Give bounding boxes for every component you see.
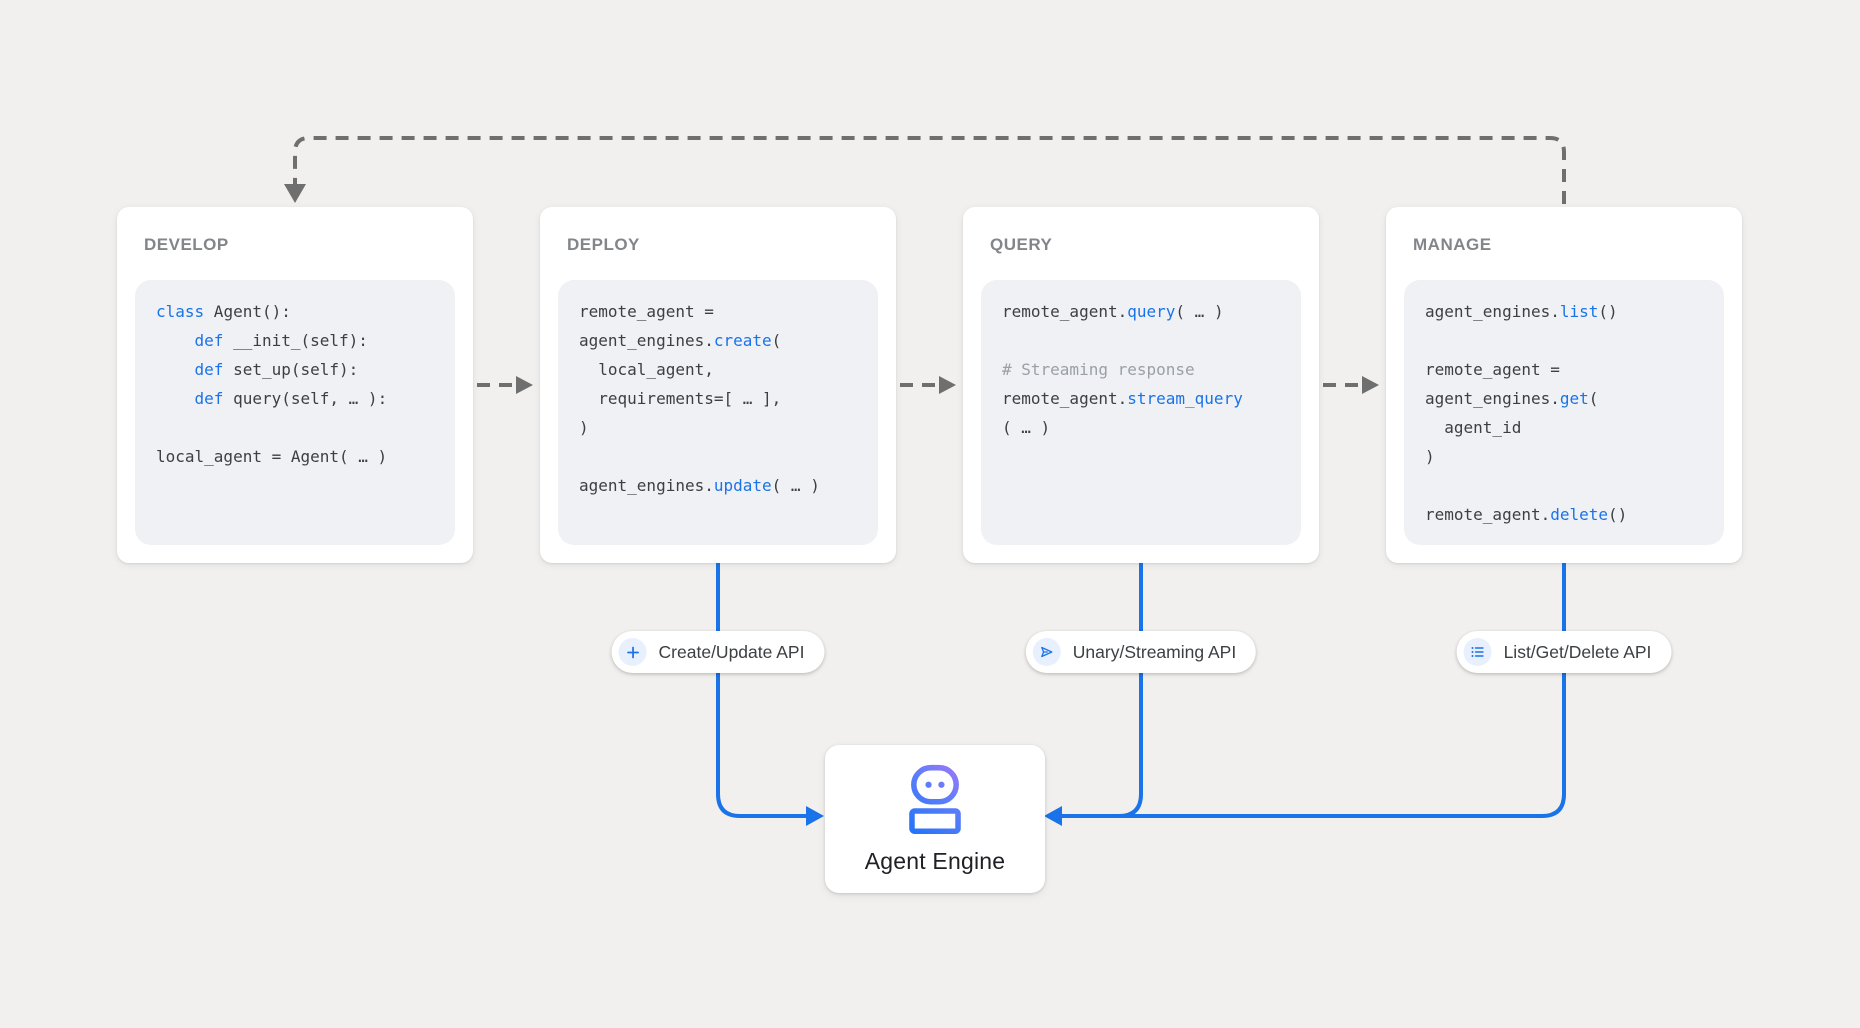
send-icon — [1032, 638, 1061, 666]
code-line: remote_agent.stream_query — [1002, 389, 1243, 408]
code-line: agent_engines.update( … ) — [579, 476, 820, 495]
card-title-develop: DEVELOP — [144, 235, 229, 254]
code-block-manage: agent_engines.list() remote_agent = agent… — [1404, 280, 1724, 545]
code-line — [579, 442, 878, 471]
code-line — [156, 413, 455, 442]
code-line: remote_agent.query( … ) — [1002, 302, 1224, 321]
deploy-query-arrowhead-icon — [939, 376, 956, 394]
badge-unary-streaming-api: Unary/Streaming API — [1025, 631, 1257, 673]
code-line: def query(self, … ): — [194, 389, 388, 408]
code-block-develop: class Agent(): def __init_(self): def se… — [135, 280, 455, 545]
develop-deploy-arrowhead-icon — [516, 376, 533, 394]
code-line: class Agent(): — [156, 302, 291, 321]
badge-create-update-api: Create/Update API — [611, 631, 825, 673]
code-line: remote_agent.delete() — [1425, 505, 1628, 524]
card-title-manage: MANAGE — [1413, 235, 1492, 254]
code-line — [1002, 326, 1301, 355]
code-line: # Streaming response — [1002, 360, 1195, 379]
manage-to-develop-dashed-line — [293, 136, 1566, 204]
code-line: def set_up(self): — [194, 360, 359, 379]
badge-list-get-delete-api: List/Get/Delete API — [1456, 631, 1672, 673]
code-line — [1425, 471, 1724, 500]
card-manage: MANAGE agent_engines.list() remote_agent… — [1386, 207, 1742, 563]
badge-label: Unary/Streaming API — [1072, 641, 1237, 662]
card-develop: DEVELOP class Agent(): def __init_(self)… — [117, 207, 473, 563]
badge-label: List/Get/Delete API — [1503, 641, 1652, 662]
query-manage-arrowhead-icon — [1362, 376, 1379, 394]
code-line: agent_engines.create( — [579, 331, 782, 350]
code-line: agent_engines.list() — [1425, 302, 1618, 321]
query-to-engine-line — [1105, 563, 1143, 818]
badge-label: Create/Update API — [658, 641, 805, 662]
code-block-deploy: remote_agent = agent_engines.create( loca… — [558, 280, 878, 545]
agent-engine-label: Agent Engine — [864, 847, 1006, 874]
agent-engine-node: Agent Engine — [825, 745, 1045, 893]
code-line: ) — [579, 418, 589, 437]
plus-icon — [618, 638, 647, 666]
code-line: ) — [1425, 447, 1435, 466]
deploy-to-engine-line — [716, 563, 806, 818]
code-line: local_agent, — [579, 360, 714, 379]
code-line: remote_agent = — [579, 302, 714, 321]
card-query: QUERY remote_agent.query( … ) # Streamin… — [963, 207, 1319, 563]
code-line: remote_agent = — [1425, 360, 1560, 379]
card-title-deploy: DEPLOY — [567, 235, 640, 254]
engine-left-arrowhead-icon — [806, 806, 824, 826]
code-line — [1425, 326, 1724, 355]
develop-down-arrowhead-icon — [284, 184, 306, 203]
robot-icon — [905, 764, 965, 839]
code-line: def __init_(self): — [194, 331, 368, 350]
code-line: agent_engines.get( — [1425, 389, 1599, 408]
bulleted-list-icon — [1463, 638, 1492, 666]
manage-to-engine-line — [1062, 563, 1566, 818]
code-line: local_agent = Agent( … ) — [156, 447, 388, 466]
card-deploy: DEPLOY remote_agent = agent_engines.creat… — [540, 207, 896, 563]
code-line: requirements=[ … ], — [579, 389, 782, 408]
engine-right-arrowhead-icon — [1044, 806, 1062, 826]
code-line: ( … ) — [1002, 418, 1051, 437]
code-block-query: remote_agent.query( … ) # Streaming resp… — [981, 280, 1301, 545]
code-line: agent_id — [1425, 418, 1522, 437]
card-title-query: QUERY — [990, 235, 1053, 254]
